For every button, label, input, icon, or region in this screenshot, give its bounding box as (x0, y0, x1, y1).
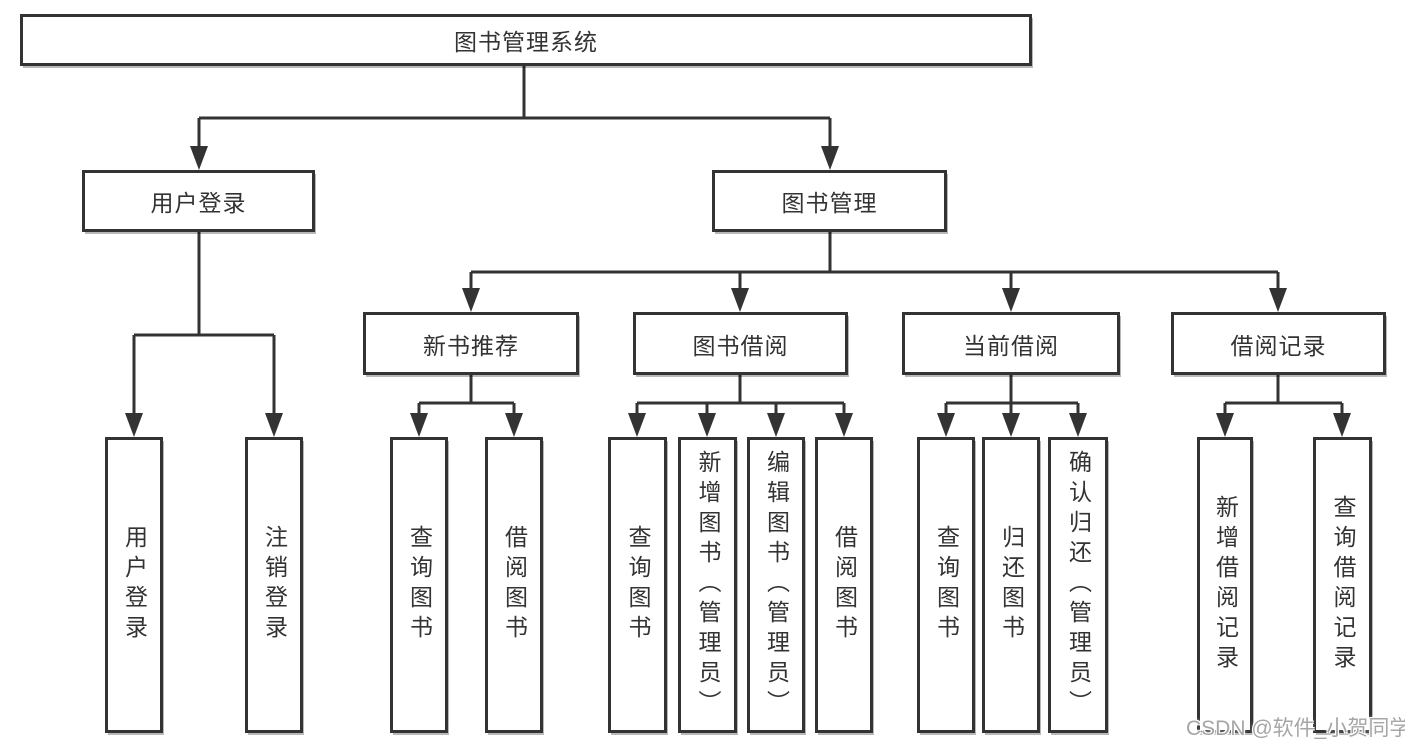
leaf-borrow-query-book: 查询图书 (608, 437, 667, 733)
leaf-current-confirm-return-admin: 确认归还（管理员） (1048, 437, 1108, 733)
node-borrow-records: 借阅记录 (1171, 312, 1386, 375)
leaf-recommend-query-book: 查询图书 (390, 437, 448, 733)
node-current-borrow: 当前借阅 (902, 312, 1120, 375)
leaf-borrow-edit-book-admin: 编辑图书（管理员） (747, 437, 805, 733)
leaf-current-return-book: 归还图书 (982, 437, 1040, 733)
leaf-records-add-record: 新增借阅记录 (1197, 437, 1253, 733)
node-book-borrow: 图书借阅 (633, 312, 848, 375)
leaf-logout: 注销登录 (245, 437, 303, 733)
leaf-recommend-borrow-book: 借阅图书 (485, 437, 543, 733)
leaf-current-query-book: 查询图书 (917, 437, 975, 733)
csdn-watermark: CSDN @软件_小贺同学 (1186, 717, 1405, 740)
node-new-book-recommend: 新书推荐 (363, 312, 579, 375)
leaf-user-login: 用户登录 (105, 437, 163, 733)
node-root-system: 图书管理系统 (20, 14, 1032, 66)
leaf-records-query-record: 查询借阅记录 (1313, 437, 1372, 733)
leaf-borrow-borrow-book: 借阅图书 (815, 437, 873, 733)
node-book-management: 图书管理 (712, 170, 947, 232)
node-user-login: 用户登录 (82, 170, 315, 232)
leaf-borrow-add-book-admin: 新增图书（管理员） (678, 437, 737, 733)
